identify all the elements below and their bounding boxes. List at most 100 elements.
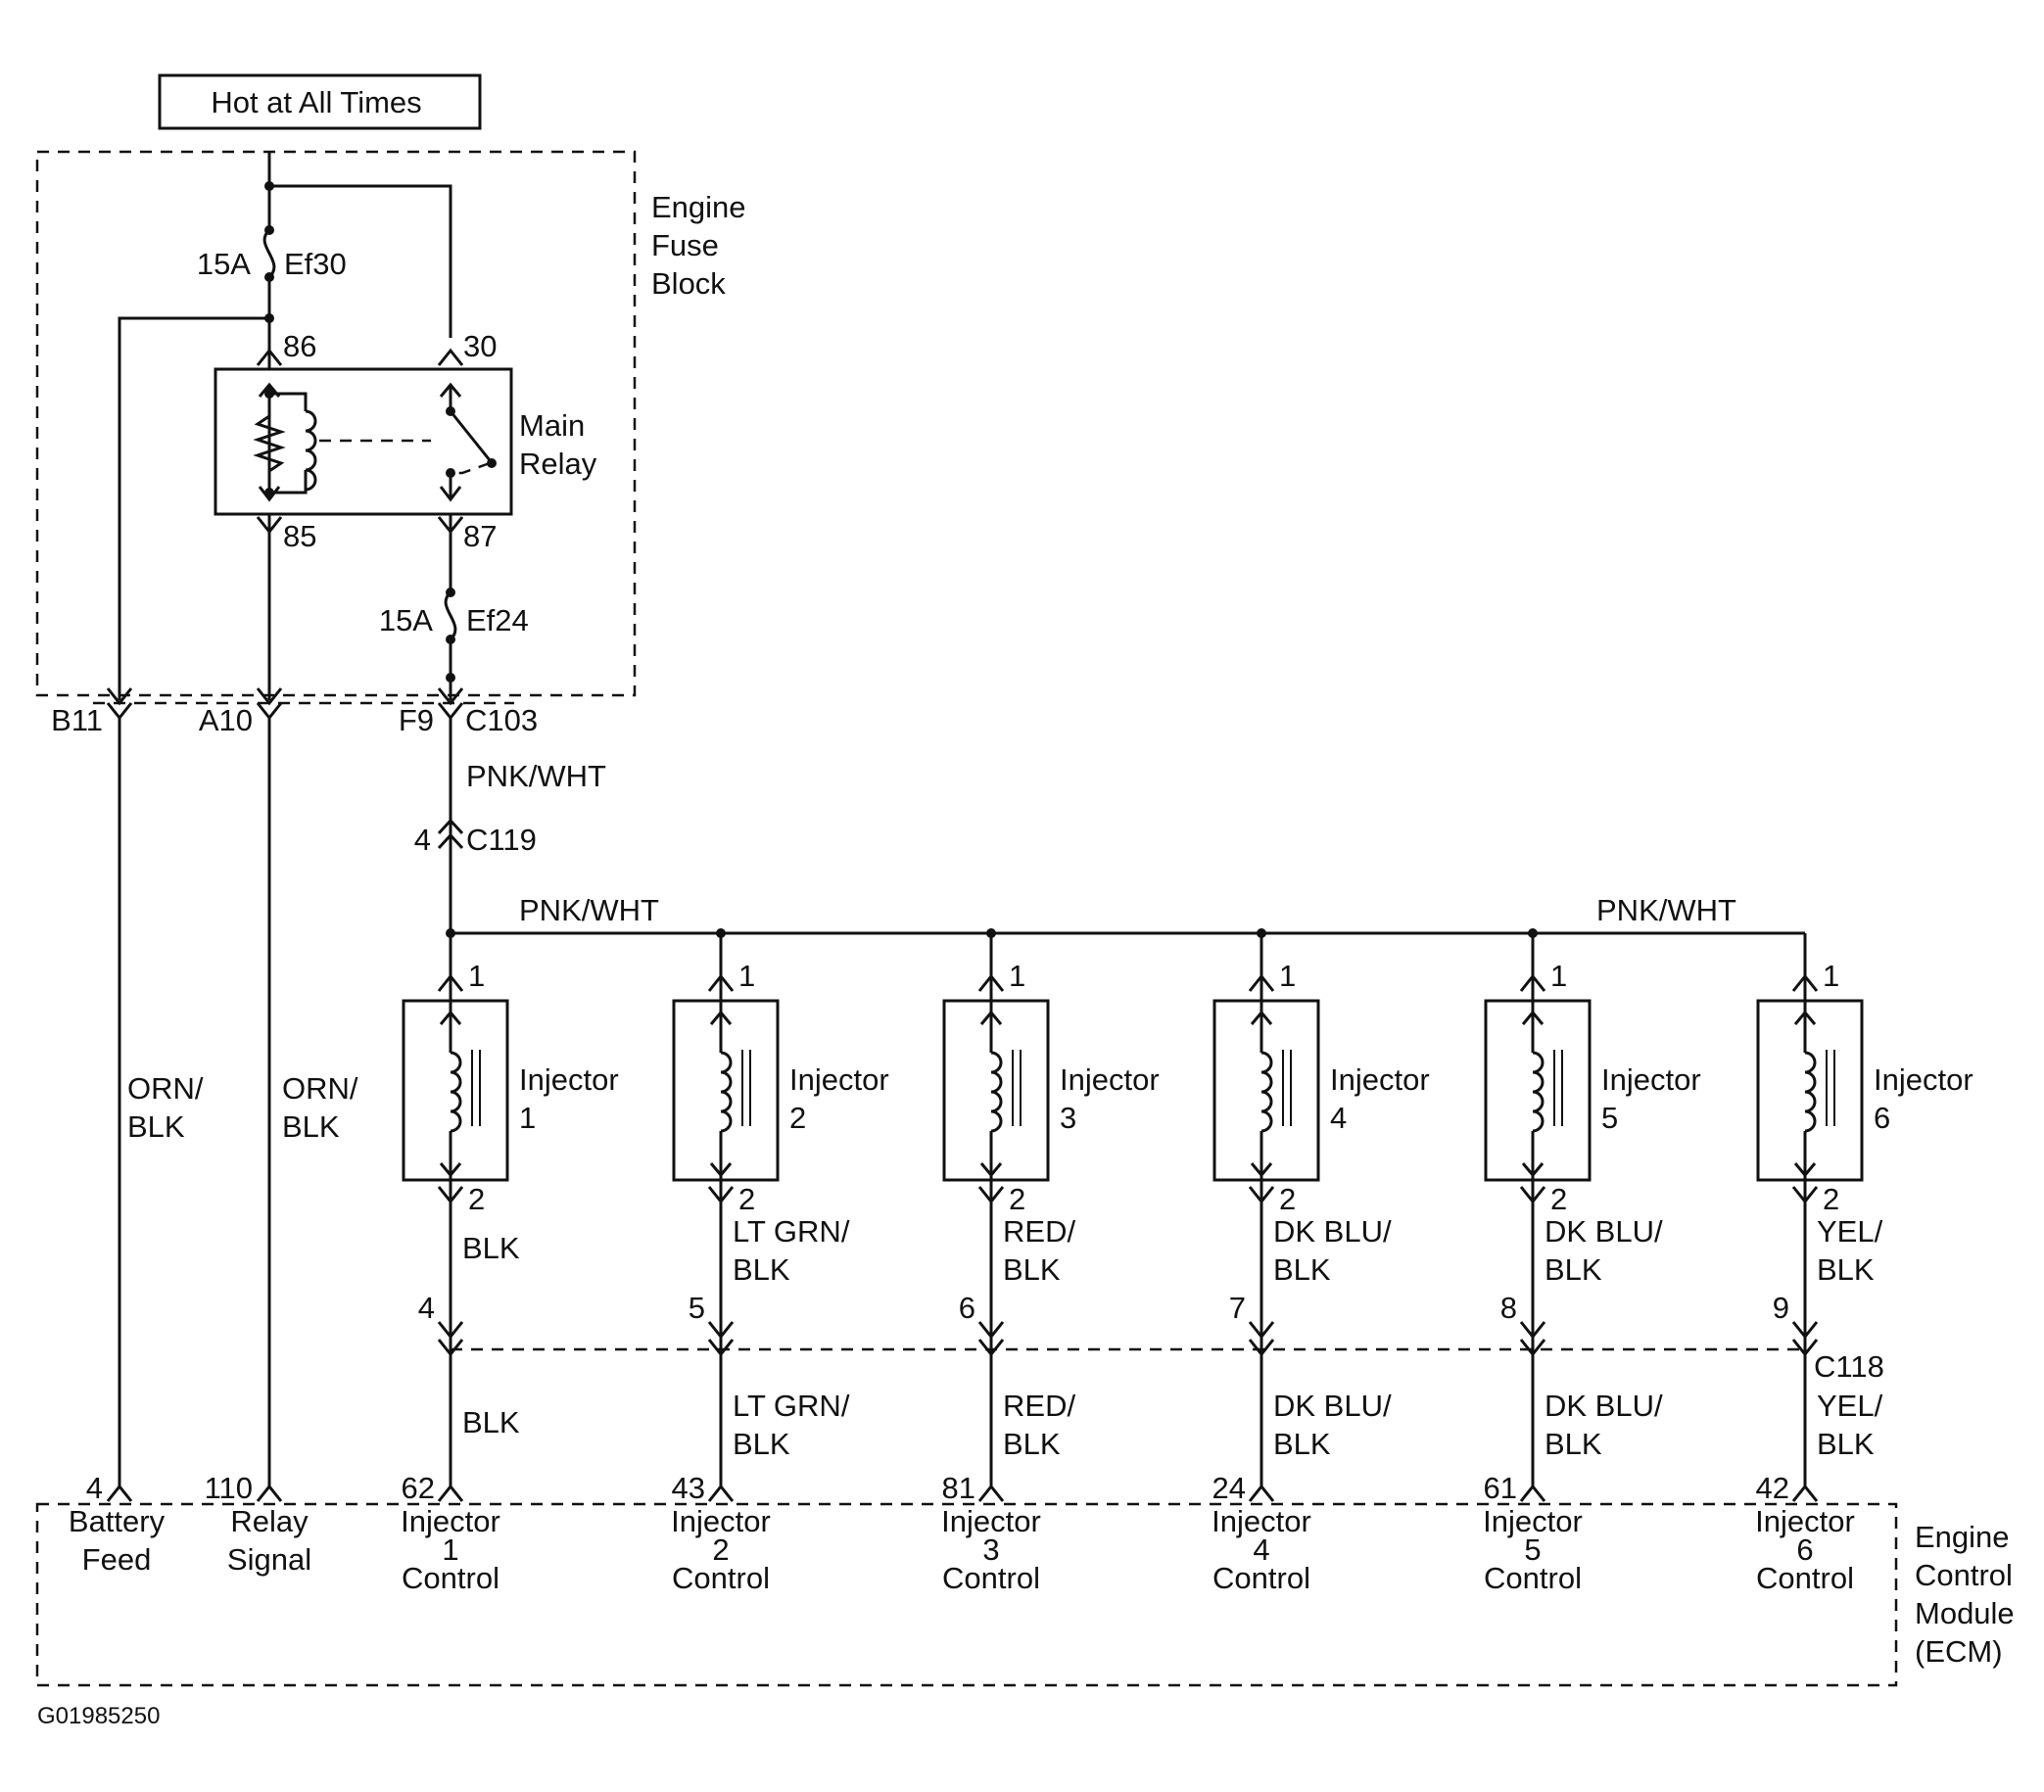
c118-pin: 7 — [1229, 1291, 1246, 1325]
c118-pin: 9 — [1773, 1291, 1789, 1325]
fuse-ef30-rating: 15A — [197, 247, 251, 281]
ecm-pin: 61 — [1484, 1471, 1517, 1505]
injector-wire-label: BLK — [733, 1252, 790, 1287]
ecm-injector-label: 4 — [1253, 1533, 1269, 1567]
wire-feed-label: PNK/WHT — [466, 759, 606, 793]
ecm-relay-label-1: Relay — [230, 1504, 309, 1538]
injector-wire-label: BLK — [1003, 1252, 1061, 1287]
relay-pin-85: 85 — [283, 519, 316, 553]
injector-wire-label: DK BLU/ — [1273, 1214, 1392, 1249]
ecm-injector-label: Control — [1756, 1561, 1854, 1595]
ecm-label-1: Engine — [1915, 1520, 2010, 1554]
wire-orn-a-2: BLK — [127, 1109, 185, 1144]
orn-blk-wires: ORN/ BLK ORN/ BLK — [118, 718, 358, 1486]
ecm-injector-label: Injector — [671, 1504, 771, 1538]
relay-label-1: Main — [519, 408, 585, 443]
injector-name: Injector — [1330, 1062, 1430, 1097]
engine-control-module: Engine Control Module (ECM) 4 Battery Fe… — [35, 1471, 2015, 1687]
ecm-wire-label: BLK — [1545, 1427, 1602, 1461]
injector-coil-icon — [1532, 1051, 1545, 1133]
ecm-wire-label: BLK — [1273, 1427, 1331, 1461]
ecm-wire-label: BLK — [733, 1427, 790, 1461]
injector-wire-label: RED/ — [1003, 1214, 1075, 1249]
injector-number: 3 — [1060, 1101, 1076, 1135]
injector-wire-label: BLK — [462, 1231, 520, 1265]
c103-pin-b11: B11 — [51, 703, 103, 737]
ecm-wire-label: YEL/ — [1817, 1389, 1883, 1423]
ecm-battery-label-1: Battery — [69, 1504, 166, 1538]
injector-pin-bottom: 2 — [468, 1182, 485, 1216]
fuse-block-label-3: Block — [651, 266, 726, 301]
relay-output-wiring: 15A Ef24 — [267, 514, 529, 700]
injector-wire-label: BLK — [1817, 1252, 1875, 1287]
injector-name: Injector — [1874, 1062, 1973, 1097]
injector-pin-top: 1 — [738, 959, 755, 993]
injector-pin-top: 1 — [1279, 959, 1296, 993]
ecm-wire-label: LT GRN/ — [733, 1389, 850, 1423]
ecm-pin: 62 — [402, 1471, 435, 1505]
injector-pin-bottom: 2 — [1009, 1182, 1025, 1216]
ecm-pin: 24 — [1212, 1471, 1246, 1505]
ecm-wire-label: DK BLU/ — [1545, 1389, 1663, 1423]
relay-pin-30: 30 — [463, 329, 497, 363]
ecm-injector-label: 1 — [442, 1533, 458, 1567]
injector-wire-label: LT GRN/ — [733, 1214, 850, 1249]
injector-coil-icon — [720, 1051, 733, 1133]
ecm-injector-label: Control — [402, 1561, 499, 1595]
ecm-injector-label: Control — [1212, 1561, 1310, 1595]
injector-pin-bottom: 2 — [1550, 1182, 1567, 1216]
c103-pin-f9: F9 — [399, 703, 434, 737]
ecm-pin: 81 — [942, 1471, 975, 1505]
ecm-label-2: Control — [1915, 1558, 2013, 1592]
c119-pin: 4 — [414, 823, 431, 857]
feed-wire: PNK/WHT 4 C119 — [414, 718, 606, 933]
pnk-wht-bus: PNK/WHT PNK/WHT — [451, 893, 1807, 969]
figure-id: G01985250 — [37, 1703, 160, 1729]
ecm-injector-label: 2 — [712, 1533, 729, 1567]
ecm-wire-label: BLK — [462, 1405, 520, 1439]
fuse-ef24-name: Ef24 — [466, 603, 529, 637]
fuse-block-label-1: Engine — [651, 190, 746, 224]
injector-3: 1Injector32RED/BLK6RED/BLK81Injector3Con… — [941, 928, 1160, 1595]
fuse-block-label-2: Fuse — [651, 228, 719, 262]
injector-coil-icon — [450, 1051, 462, 1133]
ecm-injector-label: Control — [942, 1561, 1040, 1595]
ecm-injector-label: Injector — [1212, 1504, 1311, 1538]
injector-6: 1Injector62YEL/BLK9YEL/BLK42Injector6Con… — [1755, 933, 1973, 1595]
injector-coil-icon — [1804, 1051, 1817, 1133]
ecm-label-3: Module — [1915, 1596, 2015, 1630]
ecm-injector-label: Injector — [401, 1504, 500, 1538]
injector-pin-bottom: 2 — [1279, 1182, 1296, 1216]
wire-bus-left-label: PNK/WHT — [519, 893, 659, 927]
c103-name: C103 — [465, 703, 538, 737]
injectors: 1Injector12BLK4BLK62Injector1Control1Inj… — [401, 928, 1973, 1595]
injector-wire-label: YEL/ — [1817, 1214, 1883, 1249]
ecm-pin: 43 — [672, 1471, 705, 1505]
fuse-ef24-icon — [444, 590, 457, 641]
ecm-battery-label-2: Feed — [82, 1542, 152, 1577]
injector-pin-top: 1 — [1009, 959, 1025, 993]
ecm-injector-label: Injector — [1755, 1504, 1855, 1538]
connector-c118: C118 — [451, 1347, 1884, 1384]
injector-pin-top: 1 — [1823, 959, 1839, 993]
injector-name: Injector — [519, 1062, 619, 1097]
ecm-injector-label: Control — [672, 1561, 770, 1595]
c119-name: C119 — [466, 823, 537, 857]
fuse-ef30-icon — [262, 228, 276, 279]
relay-label-2: Relay — [519, 447, 597, 481]
c118-pin: 6 — [959, 1291, 975, 1325]
main-relay: Main Relay 86 30 85 87 — [214, 329, 597, 553]
injector-pin-top: 1 — [468, 959, 485, 993]
injector-pin-bottom: 2 — [1823, 1182, 1839, 1216]
injector-number: 2 — [789, 1101, 806, 1135]
ecm-injector-label: Injector — [941, 1504, 1041, 1538]
connector-c103: B11 A10 F9 C103 — [51, 687, 538, 737]
wire-bus-right-label: PNK/WHT — [1596, 893, 1736, 927]
wire-orn-b-1: ORN/ — [282, 1071, 358, 1106]
ecm-wire-label: BLK — [1003, 1427, 1061, 1461]
power-source-box: Hot at All Times — [158, 73, 482, 130]
